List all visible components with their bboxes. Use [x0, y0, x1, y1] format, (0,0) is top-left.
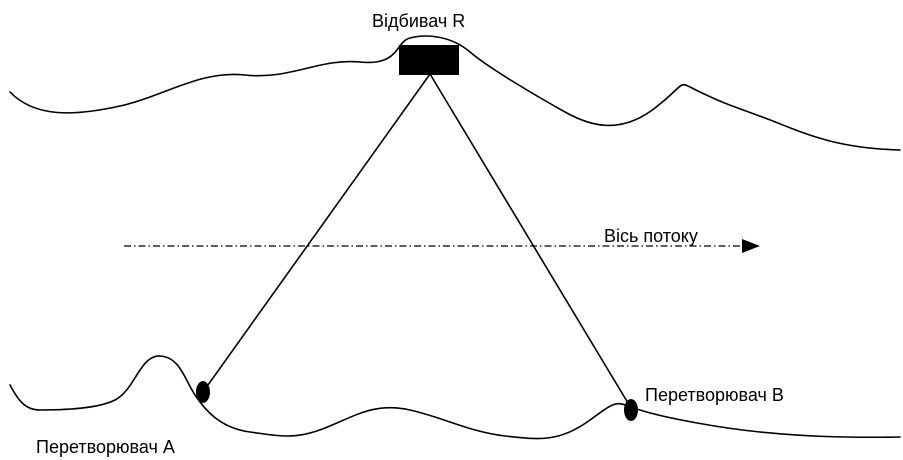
upper-wall: [9, 35, 901, 151]
path-a-to-reflector: [202, 73, 431, 393]
transducer-b: [624, 399, 638, 421]
flow-axis-arrowhead: [742, 239, 760, 253]
transducer-b-label: Перетворювач B: [645, 385, 784, 405]
path-reflector-to-b: [429, 73, 632, 409]
transducer-a: [196, 381, 210, 403]
flow-axis-label: Вісь потоку: [604, 226, 698, 246]
reflector-block: [399, 45, 459, 75]
transducer-a-label: Перетворювач A: [36, 437, 175, 457]
reflector-label: Відбивач R: [372, 11, 465, 31]
lower-wall: [9, 355, 901, 440]
